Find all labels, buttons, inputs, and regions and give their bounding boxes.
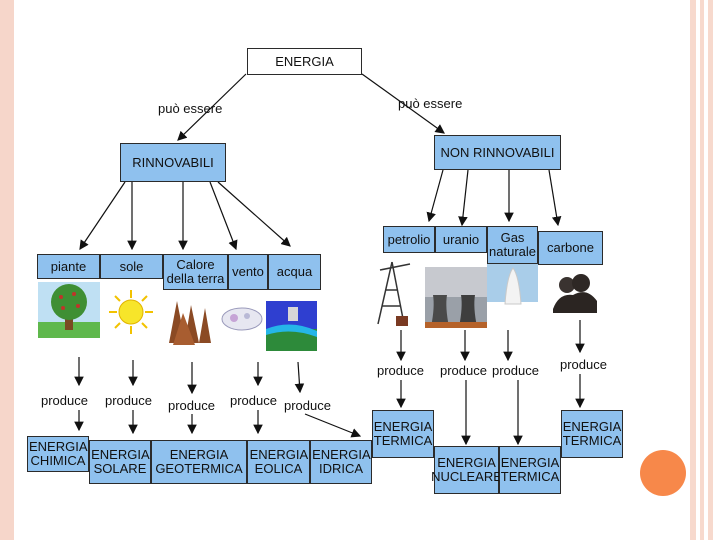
output-thermal-energy-box: ENERGIA TERMICA <box>372 410 434 458</box>
root-energy-box: ENERGIA <box>247 48 362 75</box>
produce-label: produce <box>168 398 215 413</box>
sun-illustration <box>105 288 157 336</box>
non-renewable-category-box: NON RINNOVABILI <box>434 135 561 170</box>
gas-plume-illustration <box>487 264 538 323</box>
can-be-label-left: può essere <box>158 101 223 116</box>
accent-dot <box>640 450 686 496</box>
can-be-label-right: può essere <box>398 96 463 111</box>
slide-frame-right <box>708 0 713 540</box>
output-thermal-energy-box: ENERGIA TERMICA <box>499 446 561 494</box>
oil-rig-illustration <box>370 258 415 328</box>
tree-illustration <box>38 282 100 338</box>
produce-label: produce <box>377 363 424 378</box>
produce-label: produce <box>284 398 331 413</box>
geothermal-illustration <box>165 293 215 348</box>
source-uranium-box: uranio <box>435 226 487 253</box>
wind-illustration <box>218 303 264 335</box>
output-thermal-energy-box: ENERGIA TERMICA <box>561 410 623 458</box>
source-plants-box: piante <box>37 254 100 279</box>
produce-label: produce <box>230 393 277 408</box>
source-water-box: acqua <box>268 254 321 290</box>
output-nuclear-energy-box: ENERGIA NUCLEARE <box>431 446 502 494</box>
source-natural-gas-box: Gas naturale <box>487 226 538 264</box>
coal-illustration <box>547 265 603 315</box>
source-oil-box: petrolio <box>383 226 435 253</box>
source-earth-heat-box: Calore della terra <box>163 254 228 290</box>
slide-frame-left <box>0 0 14 540</box>
renewable-category-box: RINNOVABILI <box>120 143 226 182</box>
output-solar-energy-box: ENERGIA SOLARE <box>89 440 151 484</box>
output-wind-energy-box: ENERGIA EOLICA <box>247 440 310 484</box>
produce-label: produce <box>440 363 487 378</box>
nuclear-plant-illustration <box>425 267 487 328</box>
water-illustration <box>266 301 317 351</box>
source-coal-box: carbone <box>538 231 603 265</box>
produce-label: produce <box>41 393 88 408</box>
produce-label: produce <box>105 393 152 408</box>
source-wind-box: vento <box>228 254 268 290</box>
source-sun-box: sole <box>100 254 163 279</box>
produce-label: produce <box>560 357 607 372</box>
slide-frame-right <box>690 0 696 540</box>
produce-label: produce <box>492 363 539 378</box>
output-geothermal-energy-box: ENERGIA GEOTERMICA <box>151 440 247 484</box>
output-chemical-energy-box: ENERGIA CHIMICA <box>27 436 89 472</box>
output-hydro-energy-box: ENERGIA IDRICA <box>310 440 372 484</box>
slide-frame-right <box>700 0 704 540</box>
